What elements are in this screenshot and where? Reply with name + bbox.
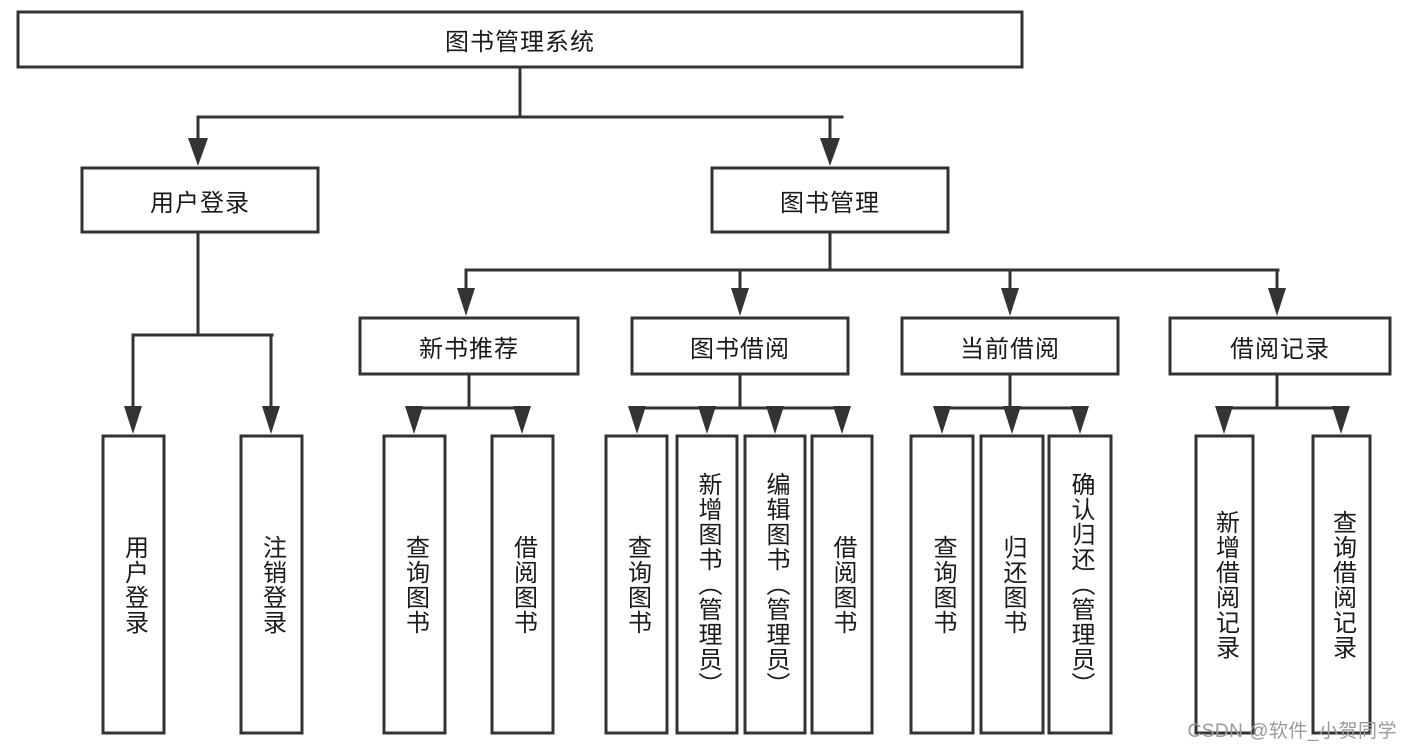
- arrow-head-currentborrow-3: [1071, 406, 1089, 434]
- node-book-borrow[interactable]: [630, 316, 850, 376]
- arrow-head-bookmgmt-4: [1268, 288, 1286, 316]
- connector-bookmgmt-to-level3: [457, 230, 1286, 316]
- connector-root-to-level2: [188, 65, 844, 166]
- node-leaf-borrow-record-0[interactable]: [1194, 434, 1255, 735]
- arrow-head-bookborrow-3: [766, 406, 784, 434]
- arrow-head-root-1: [188, 138, 208, 166]
- arrow-head-bookmgmt-2: [731, 288, 749, 316]
- node-leaf-current-borrow-1[interactable]: [979, 434, 1045, 735]
- arrow-head-newbook-2: [513, 406, 531, 434]
- arrow-head-bookmgmt-1: [457, 288, 475, 316]
- arrow-head-bookborrow-4: [833, 406, 851, 434]
- arrow-head-userlogin-1: [124, 406, 142, 434]
- node-leaf-current-borrow-0[interactable]: [909, 434, 975, 735]
- connector-userlogin-to-leaves: [124, 230, 280, 434]
- arrow-head-currentborrow-1: [933, 406, 951, 434]
- node-leaf-user-login-0[interactable]: [101, 434, 166, 735]
- node-borrow-record[interactable]: [1168, 316, 1392, 376]
- connector-borrowrecord-to-leaves: [1215, 372, 1350, 434]
- arrow-head-currentborrow-2: [1003, 406, 1021, 434]
- node-root-book-management-system[interactable]: [16, 10, 1024, 69]
- watermark: CSDN @软件_小贺同学: [1187, 721, 1397, 742]
- node-leaf-book-borrow-1[interactable]: [675, 434, 739, 735]
- arrow-head-userlogin-2: [262, 406, 280, 434]
- node-new-book-recommend[interactable]: [358, 316, 580, 376]
- connector-currentborrow-to-leaves: [933, 372, 1089, 434]
- arrow-head-newbook-1: [405, 406, 423, 434]
- connector-newbook-to-leaves: [405, 372, 531, 434]
- node-current-borrow[interactable]: [900, 316, 1120, 376]
- arrow-head-bookborrow-2: [698, 406, 716, 434]
- arrow-head-borrowrecord-1: [1215, 406, 1233, 434]
- arrow-head-bookborrow-1: [628, 406, 646, 434]
- node-leaf-new-book-1[interactable]: [490, 434, 555, 735]
- node-leaf-borrow-record-1[interactable]: [1311, 434, 1372, 735]
- arrow-head-borrowrecord-2: [1332, 406, 1350, 434]
- node-leaf-book-borrow-3[interactable]: [810, 434, 874, 735]
- node-leaf-current-borrow-2[interactable]: [1047, 434, 1113, 735]
- node-leaf-book-borrow-2[interactable]: [743, 434, 807, 735]
- node-leaf-new-book-0[interactable]: [382, 434, 447, 735]
- connector-bookborrow-to-leaves: [628, 372, 851, 434]
- node-leaf-book-borrow-0[interactable]: [604, 434, 669, 735]
- node-book-management[interactable]: [710, 166, 950, 234]
- node-user-login[interactable]: [80, 166, 320, 234]
- node-leaf-user-login-1[interactable]: [239, 434, 304, 735]
- arrow-head-root-2: [820, 138, 840, 166]
- arrow-head-bookmgmt-3: [1001, 288, 1019, 316]
